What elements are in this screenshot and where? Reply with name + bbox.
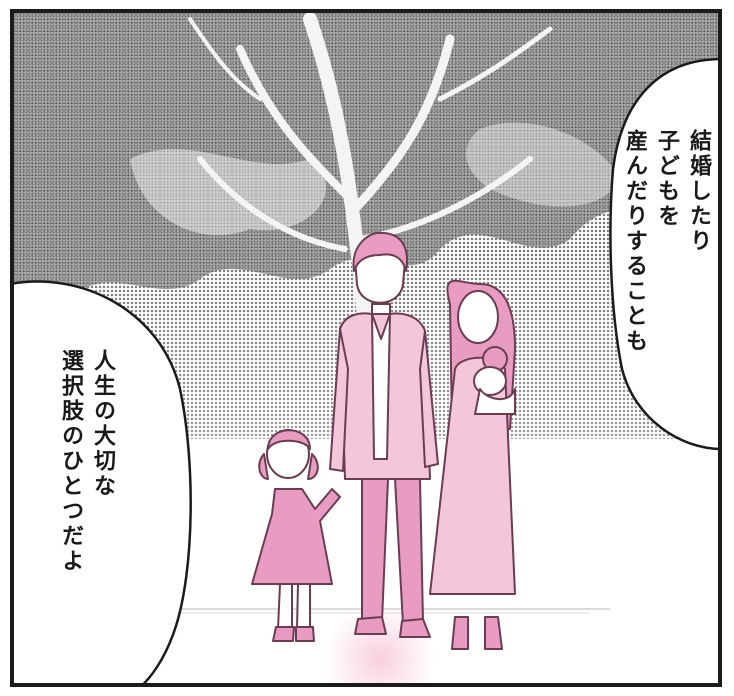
speech-line-3: 産んだりすることも [622, 129, 647, 354]
speech-text-left: 人生の大切な 選択肢のひとつだよ [54, 349, 118, 574]
family-illustration [251, 231, 516, 650]
daughter-figure [251, 429, 341, 642]
speech-line-2: 子どもを [654, 129, 679, 229]
speech-text-right: 結婚したり 子どもを 産んだりすることも [618, 129, 714, 354]
speech-bubble-left [10, 280, 192, 687]
speech-line-1: 人生の大切な [90, 349, 115, 499]
mother-figure [429, 279, 516, 650]
father-figure [329, 231, 439, 638]
speech-line-2: 選択肢のひとつだよ [58, 349, 83, 574]
speech-line-1: 結婚したり [686, 129, 711, 254]
scene: 結婚したり 子どもを 産んだりすることも 人生の大切な 選択肢のひとつだよ [10, 9, 722, 687]
speech-bubble-right [609, 57, 722, 451]
